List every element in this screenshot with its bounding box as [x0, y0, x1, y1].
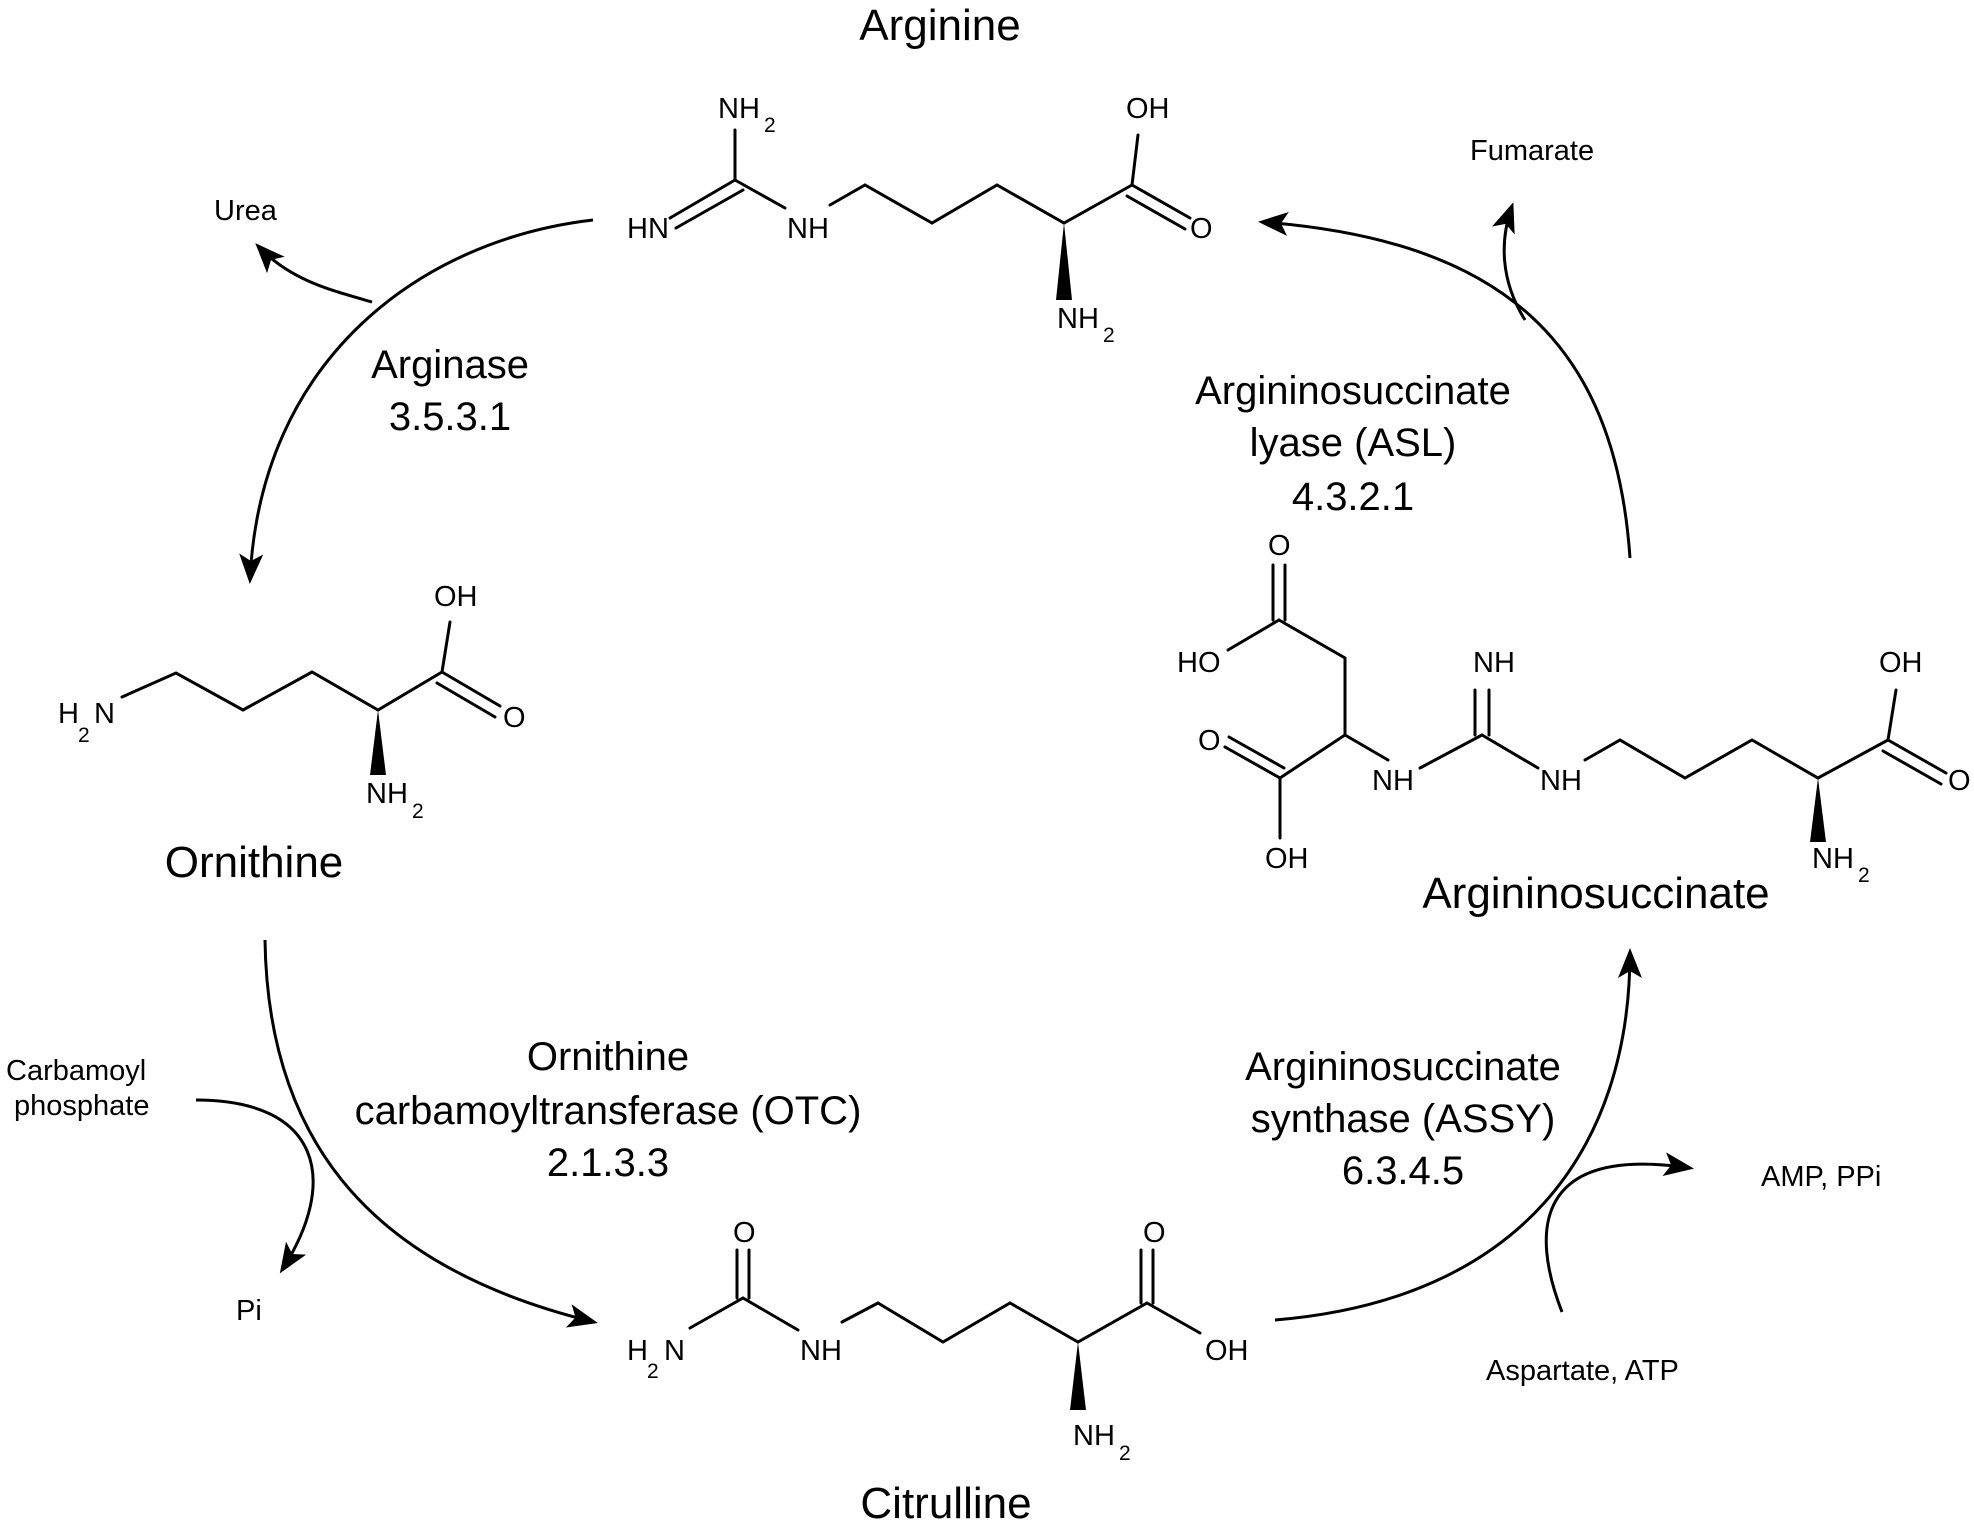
atom-label: NH: [1812, 843, 1854, 875]
atom-label: NH: [1473, 647, 1515, 679]
pi-label: Pi: [236, 1295, 262, 1327]
atom-subscript: 2: [647, 1360, 659, 1383]
atom-subscript: 2: [412, 800, 424, 823]
atom-label: H: [58, 698, 79, 730]
arginine-structure: NH 2 HN NH OH O NH 2: [627, 93, 1213, 347]
citrulline-label: Citrulline: [860, 1479, 1031, 1528]
arginase-arrow: [239, 218, 594, 584]
atom-label: O: [1948, 765, 1971, 797]
atom-label: NH: [366, 778, 408, 810]
assy-arrow: [1274, 948, 1642, 1322]
ornithine-label: Ornithine: [165, 838, 344, 887]
otc-enzyme-label: Ornithine carbamoyltransferase (OTC) 2.1…: [355, 1035, 862, 1185]
atom-label: O: [1268, 530, 1291, 562]
bond-lines: [688, 1248, 1202, 1344]
assy-name-line2: synthase (ASSY): [1251, 1097, 1556, 1141]
assy-name-line1: Argininosuccinate: [1245, 1045, 1561, 1089]
otc-name-line2: carbamoyltransferase (OTC): [355, 1089, 862, 1133]
fumarate-release-arrow: [1492, 202, 1527, 321]
wedge-bond: [1070, 1342, 1086, 1410]
arginine-label: Arginine: [859, 1, 1020, 50]
arginase-name: Arginase: [371, 343, 529, 387]
fumarate-label: Fumarate: [1470, 135, 1594, 167]
atom-label: O: [1198, 725, 1221, 757]
aspartate-atp-label: Aspartate, ATP: [1486, 1355, 1679, 1387]
arginase-enzyme-label: Arginase 3.5.3.1: [371, 343, 529, 439]
ornithine-structure: H 2 N OH O NH 2: [58, 581, 526, 823]
atom-subscript: 2: [78, 724, 90, 747]
carbamoyl-phosphate-arrow: [195, 1098, 315, 1274]
atom-label: OH: [1265, 843, 1309, 875]
asl-ec: 4.3.2.1: [1292, 475, 1414, 519]
atom-label: N: [94, 698, 115, 730]
urea-label: Urea: [214, 195, 278, 227]
atom-subscript: 2: [1858, 864, 1870, 887]
atom-label: H: [627, 1335, 648, 1367]
wedge-bond: [1056, 223, 1072, 300]
asl-name-line2: lyase (ASL): [1250, 421, 1457, 465]
atom-subscript: 2: [764, 114, 776, 137]
atom-label: OH: [1879, 647, 1923, 679]
bond-lines: [120, 620, 502, 719]
urea-release-arrow: [255, 243, 373, 304]
asl-name-line1: Argininosuccinate: [1195, 369, 1511, 413]
atom-label: HN: [627, 213, 669, 245]
arginase-ec: 3.5.3.1: [389, 395, 511, 439]
assy-ec: 6.3.4.5: [1342, 1149, 1464, 1193]
atom-label: NH: [1540, 765, 1582, 797]
atom-label: HO: [1177, 647, 1221, 679]
atom-label: NH: [718, 93, 760, 125]
atom-subscript: 2: [1103, 324, 1115, 347]
atom-label: O: [1143, 1217, 1166, 1249]
atom-label: OH: [1126, 93, 1170, 125]
reaction-arrows: [195, 202, 1694, 1328]
atom-subscript: 2: [1119, 1442, 1131, 1465]
carbamoyl-phosphate-line2: phosphate: [14, 1090, 149, 1122]
argininosuccinate-label: Argininosuccinate: [1422, 869, 1769, 918]
atom-label: NH: [1372, 765, 1414, 797]
assy-enzyme-label: Argininosuccinate synthase (ASSY) 6.3.4.…: [1245, 1045, 1561, 1193]
wedge-bond: [1810, 778, 1826, 842]
atom-label: N: [664, 1335, 685, 1367]
atom-label: O: [503, 702, 526, 734]
amp-ppi-label: AMP, PPi: [1761, 1161, 1881, 1193]
atom-label: OH: [434, 581, 478, 613]
atom-label: O: [733, 1217, 756, 1249]
aspartate-atp-arrow: [1544, 1152, 1694, 1313]
atom-label: NH: [1073, 1420, 1115, 1452]
otc-name-line1: Ornithine: [527, 1035, 689, 1079]
citrulline-structure: O H 2 N NH O OH NH 2: [627, 1217, 1249, 1465]
asl-enzyme-label: Argininosuccinate lyase (ASL) 4.3.2.1: [1195, 369, 1511, 519]
atom-label: OH: [1205, 1335, 1249, 1367]
carbamoyl-phosphate-line1: Carbamoyl: [6, 1055, 146, 1087]
atom-label: O: [1190, 213, 1213, 245]
atom-label: NH: [1057, 303, 1099, 335]
atom-label: NH: [787, 213, 829, 245]
asl-arrow: [1258, 212, 1632, 559]
otc-arrow: [263, 939, 598, 1328]
wedge-bond: [370, 710, 386, 775]
bond-lines: [668, 128, 1192, 231]
otc-ec: 2.1.3.3: [547, 1141, 669, 1185]
argininosuccinate-structure: O HO O OH NH NH NH OH O NH 2: [1177, 530, 1971, 887]
bond-lines: [1223, 563, 1948, 840]
atom-label: NH: [800, 1335, 842, 1367]
